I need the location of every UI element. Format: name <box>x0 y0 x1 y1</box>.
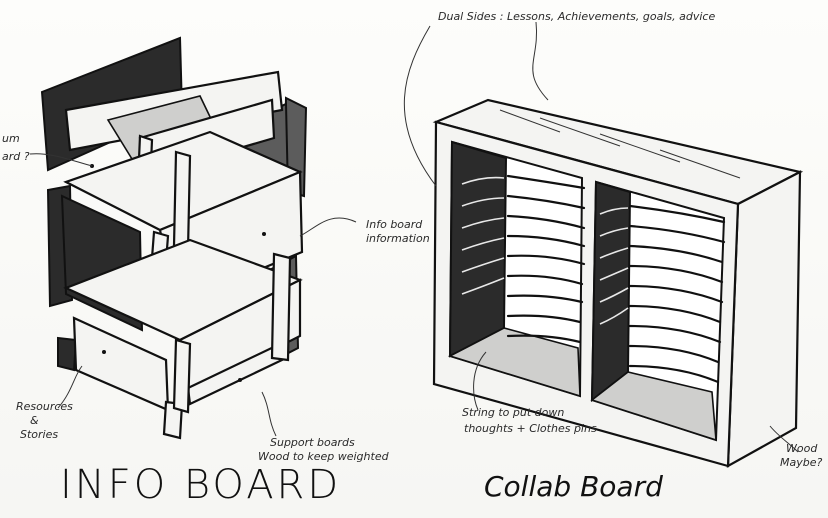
lower-post-left <box>172 338 192 414</box>
string-note-line1: String to put down <box>462 406 564 419</box>
resources-note-line2: & <box>30 414 39 427</box>
collab-board-sketch <box>432 98 804 468</box>
peg-dot <box>102 350 106 354</box>
cabinet-inner-wall-right <box>590 180 632 403</box>
string-ends <box>461 176 629 325</box>
lower-post-right <box>270 252 292 362</box>
string-note-line2: thoughts + Clothes pins <box>464 422 597 435</box>
left-post-bottom <box>57 336 78 372</box>
cabinet-floor-left <box>447 327 581 398</box>
top-hatching <box>499 109 741 179</box>
info-board-title: INFO BOARD <box>60 462 341 508</box>
lower-tier-side <box>72 316 170 412</box>
cut-note-line1: um <box>2 132 20 145</box>
resources-note-line1: Resources <box>16 400 73 413</box>
cabinet-right-side <box>726 170 802 468</box>
cabinet-inner-wall-left <box>448 140 508 358</box>
info-board-sketch <box>40 36 308 440</box>
peg-dot <box>262 232 266 236</box>
strings-left <box>506 174 586 344</box>
info-board-info-note-line2: information <box>366 232 430 245</box>
annotation-leaders <box>29 21 799 453</box>
support-note-line2: Wood to keep weighted <box>258 450 390 463</box>
wood-note-line1: Wood <box>786 442 818 455</box>
cut-note-line2: ard ? <box>2 150 30 163</box>
peg-dot <box>238 378 242 382</box>
info-board-info-note-line1: Info board <box>366 218 423 231</box>
resources-note-line3: Stories <box>20 428 58 441</box>
middle-tier-post-left <box>172 150 192 252</box>
collab-board-title: Collab Board <box>484 470 663 503</box>
dual-sides-note: Dual Sides : Lessons, Achievements, goal… <box>438 10 715 23</box>
cabinet-floor-right <box>590 371 717 442</box>
support-note-line1: Support boards <box>270 436 355 449</box>
strings-right <box>628 204 726 384</box>
wood-note-line2: Maybe? <box>780 456 822 469</box>
